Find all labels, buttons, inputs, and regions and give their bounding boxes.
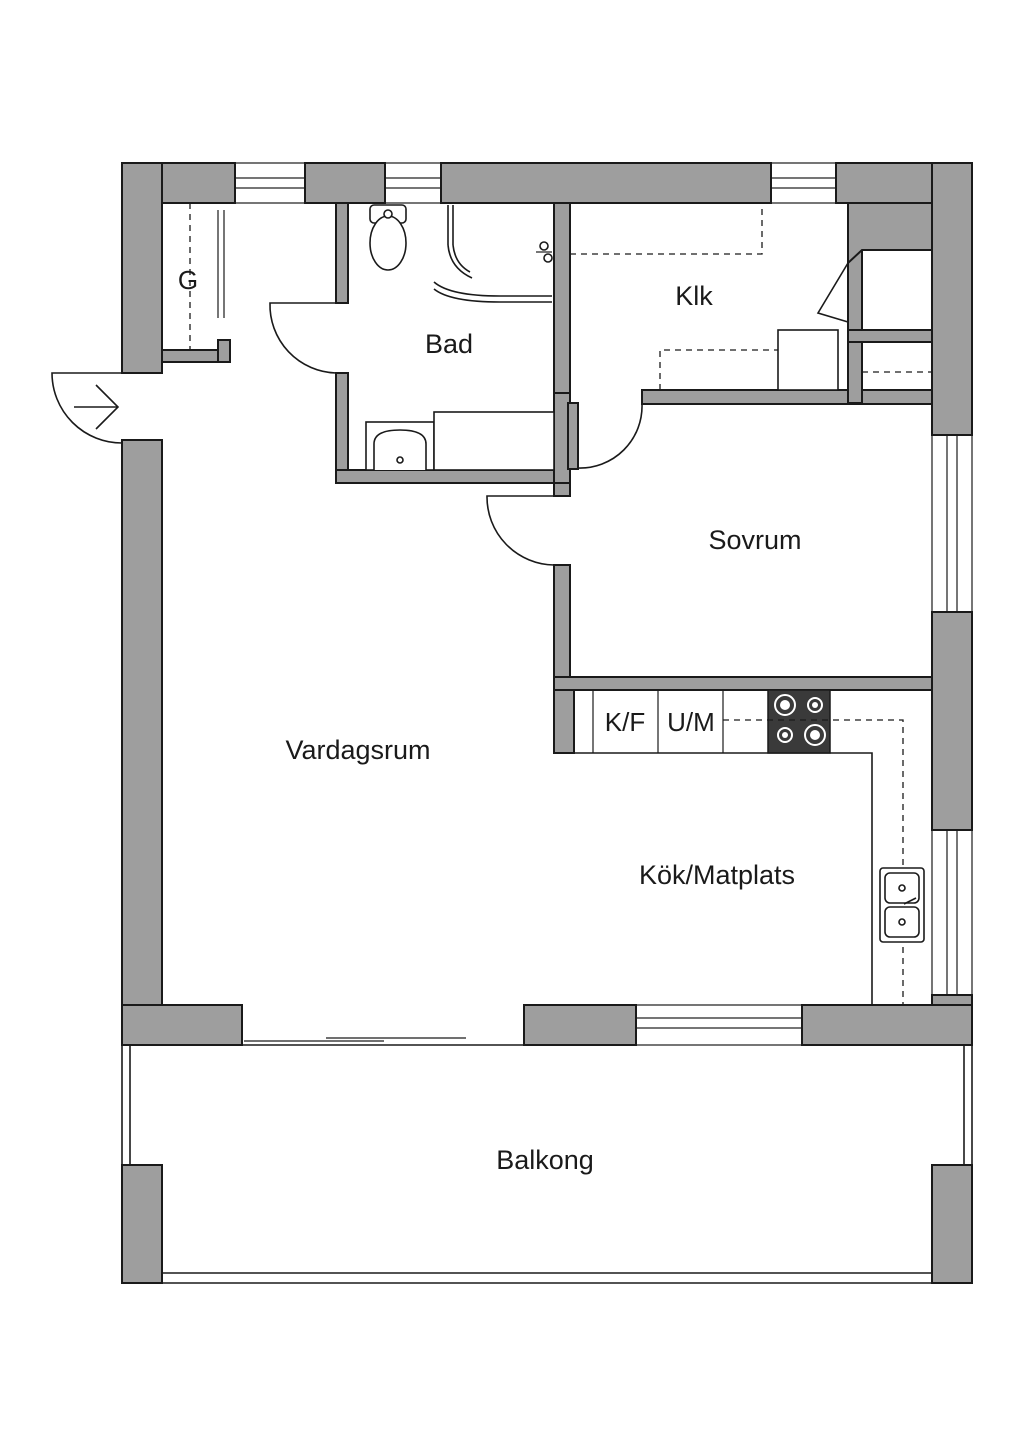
wall-bottom-left bbox=[121, 1004, 243, 1046]
sovrum-door bbox=[486, 495, 555, 566]
wall-bottom-right bbox=[801, 1004, 973, 1046]
bathroom-door bbox=[269, 302, 337, 374]
room-label-kitchen: Kök/Matplats bbox=[639, 860, 795, 890]
appliance-label-oven-microwave: U/M bbox=[667, 707, 715, 737]
room-label-living-room: Vardagsrum bbox=[285, 735, 430, 765]
room-label-bathroom: Bad bbox=[425, 329, 473, 359]
wall-closet-right-divider bbox=[847, 329, 933, 343]
wall-closet-post bbox=[217, 339, 231, 363]
balcony bbox=[121, 1045, 973, 1284]
entrance-door bbox=[51, 372, 123, 444]
balcony-sliding-door bbox=[242, 1037, 524, 1046]
toilet-icon bbox=[369, 204, 407, 271]
wall-left-upper bbox=[121, 162, 163, 374]
wall-right-upper bbox=[931, 162, 973, 436]
storage-door bbox=[816, 262, 849, 323]
wall-corridor-post bbox=[567, 402, 579, 470]
shower-screen-icon bbox=[433, 205, 552, 303]
klk-door bbox=[577, 390, 643, 469]
klk-fixtures bbox=[570, 203, 933, 391]
bathroom-fixtures bbox=[365, 204, 555, 471]
kitchen-fixtures bbox=[573, 689, 932, 1005]
wall-klk-bottom bbox=[641, 389, 861, 405]
room-label-bedroom: Sovrum bbox=[708, 525, 801, 555]
room-label-walk-in-closet: Klk bbox=[675, 281, 713, 311]
wall-bath-left-low bbox=[335, 372, 349, 484]
window-right-2 bbox=[931, 829, 973, 996]
window-top-3 bbox=[770, 162, 837, 204]
balcony-left-pillar bbox=[121, 1164, 163, 1284]
wall-kitchen-stub bbox=[553, 689, 575, 754]
wall-top-mid-2 bbox=[440, 162, 772, 204]
wall-closet-bottom bbox=[161, 349, 225, 363]
wall-right-mid bbox=[931, 611, 973, 831]
window-right-1 bbox=[931, 434, 973, 613]
wall-bottom-mid bbox=[523, 1004, 637, 1046]
doors bbox=[51, 262, 849, 566]
wall-bath-left-top bbox=[335, 202, 349, 304]
wall-sovrum-top bbox=[861, 389, 933, 405]
room-label-balcony: Balkong bbox=[496, 1145, 594, 1175]
wall-top-mid-1 bbox=[304, 162, 386, 204]
room-labels: G Bad Klk Sovrum Vardagsrum Kök/Matplats… bbox=[178, 265, 802, 1175]
walls bbox=[121, 162, 973, 1046]
windows bbox=[234, 162, 973, 1046]
closet-g bbox=[161, 203, 225, 350]
washing-counter bbox=[433, 411, 555, 471]
appliance-label-fridge-freezer: K/F bbox=[605, 707, 645, 737]
window-bottom bbox=[635, 1004, 803, 1046]
sink-icon bbox=[879, 867, 925, 943]
window-top-2 bbox=[384, 162, 442, 204]
wall-sovrum-bottom bbox=[553, 676, 933, 691]
wall-klk-left bbox=[553, 202, 571, 394]
room-label-closet: G bbox=[178, 265, 198, 295]
wall-left-lower bbox=[121, 439, 163, 1046]
washbasin-icon bbox=[365, 421, 435, 471]
window-top-1 bbox=[234, 162, 306, 204]
wall-bath-bottom bbox=[335, 469, 571, 484]
wall-corridor-bottom bbox=[553, 482, 571, 497]
klk-cabinet bbox=[777, 329, 839, 391]
balcony-right-pillar bbox=[931, 1164, 973, 1284]
stove-burners bbox=[774, 694, 826, 746]
shower-head-icon bbox=[536, 241, 553, 263]
